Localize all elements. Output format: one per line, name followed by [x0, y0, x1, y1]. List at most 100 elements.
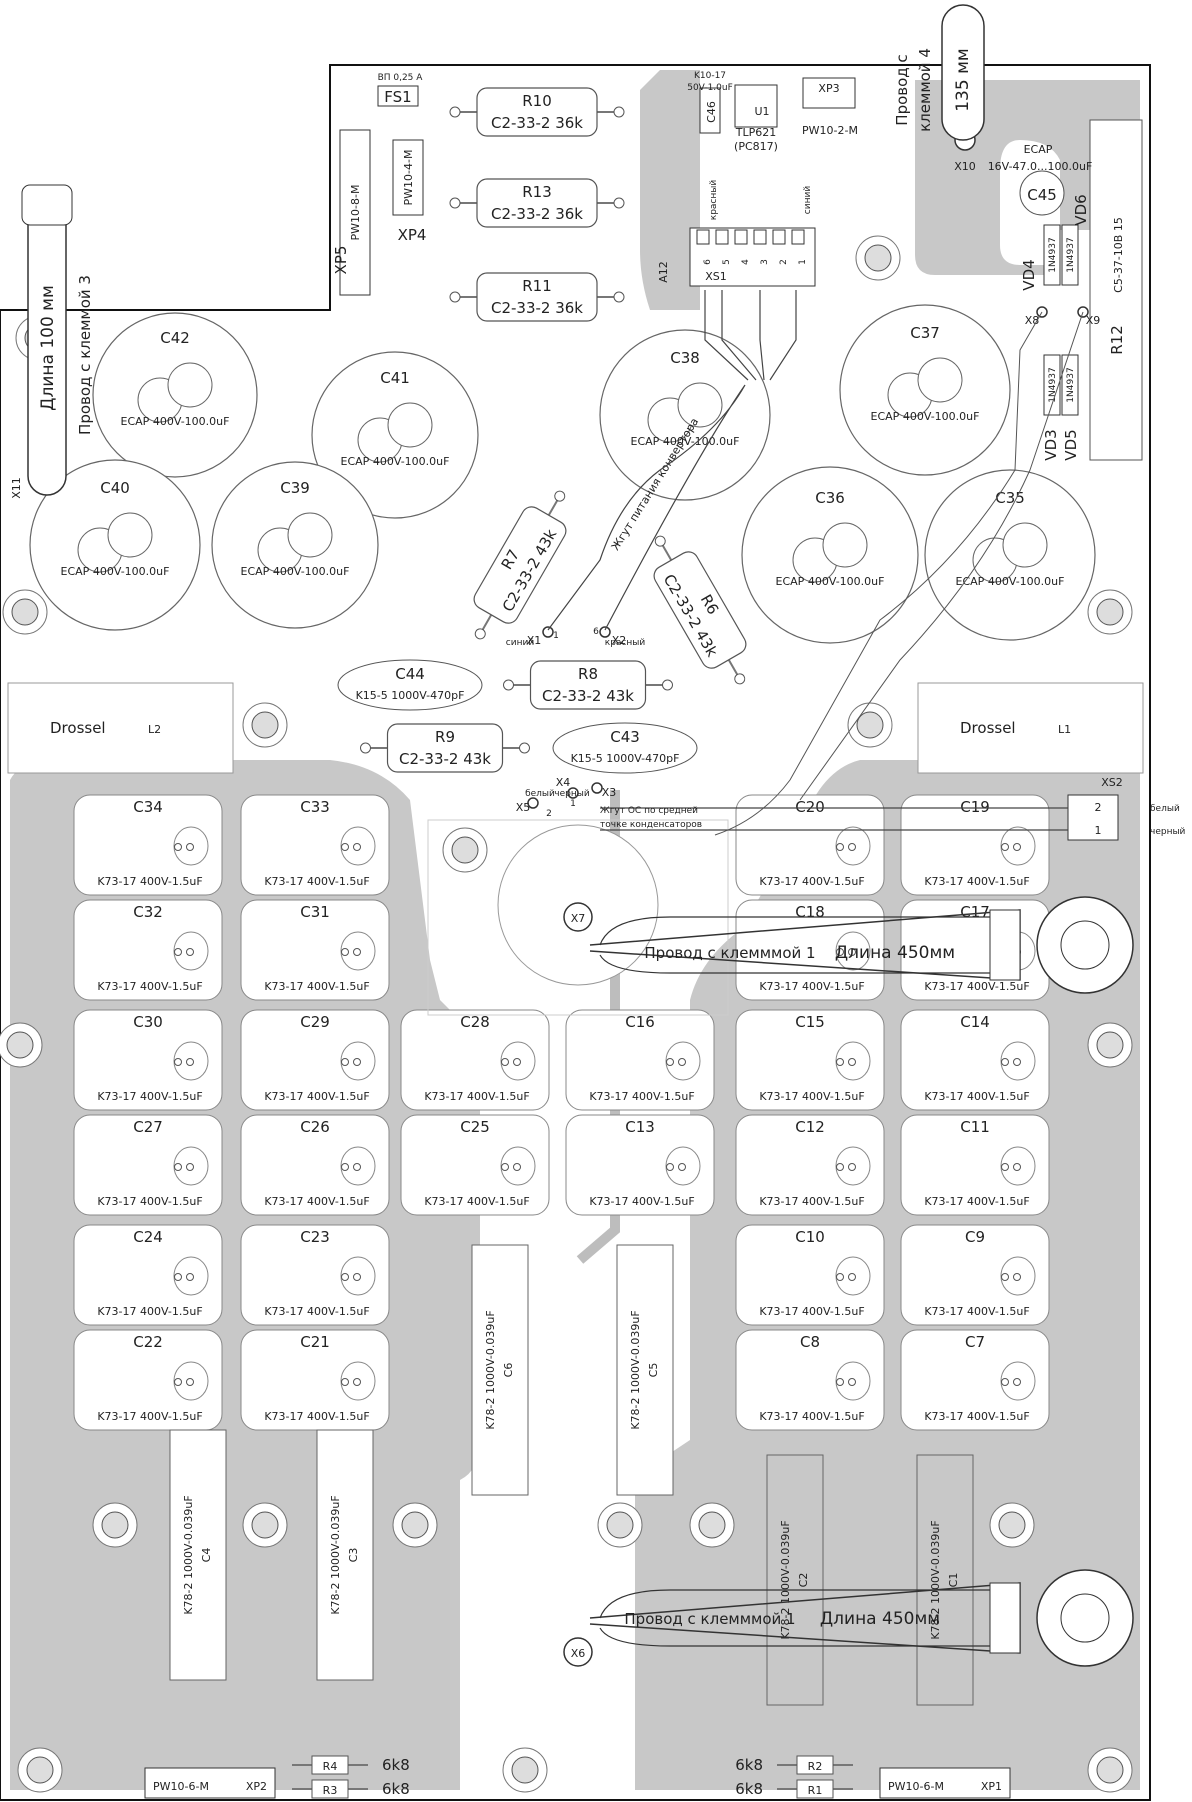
k78-cap-name: C3	[347, 1548, 360, 1563]
ecap-name: C41	[380, 369, 410, 387]
film-cap-name: C20	[795, 798, 825, 816]
terminal-name: X5	[516, 801, 531, 814]
film-cap-value: K73-17 400V-1.5uF	[759, 875, 864, 888]
resistor-name: R12	[1108, 325, 1126, 355]
film-cap-name: C30	[133, 1013, 163, 1031]
pin-label: 1	[553, 631, 559, 641]
film-cap-name: C33	[300, 798, 330, 816]
resistor-name: R9	[435, 728, 455, 746]
ecap-value: ECAP 400V-100.0uF	[956, 575, 1065, 588]
lead-label: клеммой 4	[916, 48, 934, 132]
resistor-value: C2-33-2 43k	[542, 687, 634, 705]
connector-name: XP3	[818, 82, 839, 95]
terminal-x2: X2	[599, 626, 626, 647]
film-cap-value: K73-17 400V-1.5uF	[924, 1090, 1029, 1103]
film-cap-value: K73-17 400V-1.5uF	[759, 1090, 864, 1103]
film-cap-value: K73-17 400V-1.5uF	[264, 1195, 369, 1208]
fuse-rating: ВП 0,25 А	[378, 73, 424, 83]
film-cap-value: K73-17 400V-1.5uF	[759, 1410, 864, 1423]
film-cap-value: K73-17 400V-1.5uF	[924, 1410, 1029, 1423]
mounting-hole	[855, 235, 901, 281]
inductor-name: L2	[148, 723, 161, 736]
resistor-value: 6k8	[735, 1756, 763, 1774]
film-cap-value: K73-17 400V-1.5uF	[264, 875, 369, 888]
terminal-name: X3	[602, 786, 617, 799]
connector-type: PW10-4-M	[402, 150, 415, 206]
cap-type: ECAP	[1024, 143, 1053, 156]
ecap-name: C36	[815, 489, 845, 507]
k78-cap-name: C1	[947, 1573, 960, 1588]
terminal-x6: X6	[563, 1637, 593, 1667]
lead-length: Длина 100 мм	[38, 285, 58, 411]
film-cap-name: C13	[625, 1118, 655, 1136]
film-cap-value: K73-17 400V-1.5uF	[97, 1410, 202, 1423]
terminal-x1: X1	[527, 626, 554, 647]
resistor-name: R4	[323, 1760, 338, 1773]
film-cap-value: K73-17 400V-1.5uF	[424, 1090, 529, 1103]
film-cap-name: C27	[133, 1118, 163, 1136]
cap-value: K15-5 1000V-470pF	[571, 752, 680, 765]
k78-cap-value: K78-2 1000V-0.039uF	[629, 1310, 642, 1429]
k78-cap-value: K78-2 1000V-0.039uF	[779, 1520, 792, 1639]
resistor-name: R10	[522, 92, 552, 110]
connector-name: XS1	[705, 270, 727, 283]
film-cap-name: C25	[460, 1118, 490, 1136]
k78-cap-name: C4	[200, 1548, 213, 1563]
film-cap-name: C31	[300, 903, 330, 921]
film-cap-value: K73-17 400V-1.5uF	[759, 980, 864, 993]
diode-type: 1N4937	[1048, 237, 1058, 272]
film-cap-name: C15	[795, 1013, 825, 1031]
ic-type: TLP621	[735, 126, 776, 139]
mounting-hole	[0, 1022, 43, 1068]
connector-type: PW10-6-M	[153, 1780, 209, 1793]
lead-label: Провод с	[893, 54, 911, 125]
lead-1-bottom: Провод с клемммой 1 Длина 450мм	[589, 1569, 1134, 1667]
film-cap-name: C19	[960, 798, 990, 816]
diode-name: VD3	[1042, 429, 1060, 460]
ecap-name: C39	[280, 479, 310, 497]
harness-label: точке конденсаторов	[600, 820, 702, 830]
mounting-hole	[689, 1502, 735, 1548]
terminal-x4: X4	[556, 776, 579, 799]
ecap-name: C40	[100, 479, 130, 497]
film-cap-value: K73-17 400V-1.5uF	[924, 875, 1029, 888]
wire-color: красный	[709, 180, 719, 221]
wire-color: синий	[506, 638, 535, 648]
film-cap-name: C10	[795, 1228, 825, 1246]
diode-name: VD5	[1062, 429, 1080, 460]
lead-length: Длина 450мм	[820, 1609, 940, 1629]
k78-cap-name: C6	[502, 1363, 515, 1378]
ecap-value: ECAP 400V-100.0uF	[341, 455, 450, 468]
cap-name: C44	[395, 665, 425, 683]
film-cap-name: C16	[625, 1013, 655, 1031]
ecap-name: C37	[910, 324, 940, 342]
film-cap-name: C21	[300, 1333, 330, 1351]
wire-color: белый	[525, 789, 555, 799]
resistor-value: C2-33-2 43k	[399, 750, 491, 768]
ecap-name: C38	[670, 349, 700, 367]
wire-color: белый	[1150, 804, 1180, 814]
mounting-hole	[847, 702, 893, 748]
lead-label: Провод с клемммой 1	[624, 1610, 795, 1628]
